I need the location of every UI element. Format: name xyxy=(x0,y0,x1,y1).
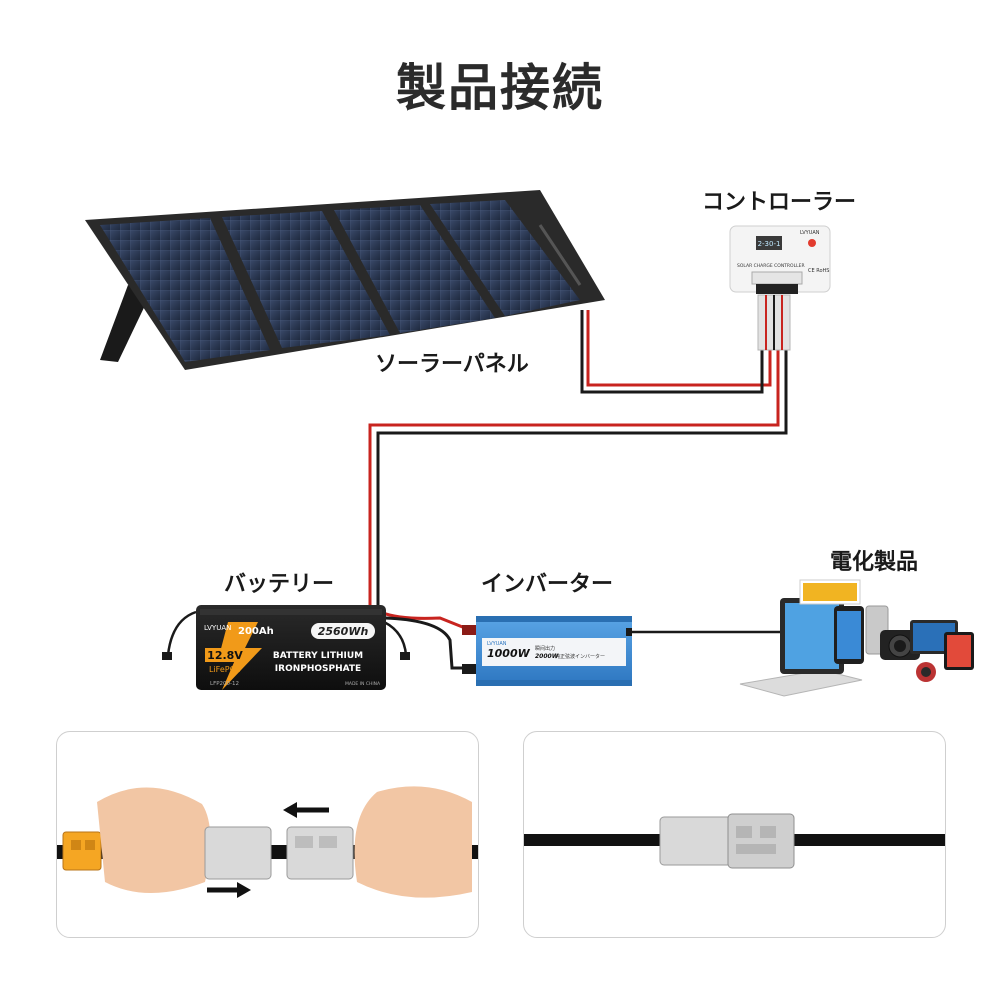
inverter-peak-label: 瞬间出力 xyxy=(535,645,555,652)
battery-type-line1: BATTERY LITHIUM xyxy=(273,651,363,661)
connector-demo-illustration xyxy=(57,786,478,898)
battery-voltage: 12.8V xyxy=(207,649,243,662)
battery-capacity: 200Ah xyxy=(238,626,274,637)
right-hand xyxy=(354,786,472,898)
controller-to-battery-wires xyxy=(368,350,788,608)
connector-demo-panel xyxy=(56,731,479,938)
controller-line: SOLAR CHARGE CONTROLLER xyxy=(737,263,805,269)
page-title: 製品接続 xyxy=(396,59,604,117)
battery-image: LVYUAN 200Ah 2560Wh 12.8V LiFePO4 BATTER… xyxy=(162,605,410,690)
inverter-brand: LVYUAN xyxy=(487,641,507,647)
controller-cert: CE RoHS xyxy=(808,268,829,274)
controller-brand: LVYUAN xyxy=(800,230,820,236)
controller-image: 2-30-1 LVYUAN SOLAR CHARGE CONTROLLER CE… xyxy=(729,225,831,351)
left-hand xyxy=(97,787,211,893)
battery-to-inverter-wires xyxy=(379,610,471,670)
plug-joined-right xyxy=(727,813,795,869)
plug-joined-left xyxy=(659,816,737,866)
battery-type-line2: IRONPHOSPHATE xyxy=(275,664,361,674)
label-controller: コントローラー xyxy=(702,190,857,215)
label-inverter: インバーター xyxy=(481,572,614,597)
connector-joined-panel xyxy=(523,731,946,938)
appliances-image xyxy=(739,579,974,697)
inverter-image: LVYUAN 1000W 瞬间出力 2000W 純正弦波インバーター xyxy=(462,616,632,686)
panel-to-controller-wires xyxy=(580,310,772,394)
inverter-peak: 2000W xyxy=(535,653,559,660)
battery-chemistry: LiFePO4 xyxy=(209,665,241,674)
battery-origin: MADE IN CHINA xyxy=(345,681,381,687)
plug-left xyxy=(204,826,272,880)
connector-joined-illustration xyxy=(524,813,945,869)
label-appliances: 電化製品 xyxy=(830,550,919,575)
battery-brand: LVYUAN xyxy=(204,624,231,632)
label-battery: バッテリー xyxy=(224,572,335,597)
connection-diagram: 2-30-1 LVYUAN SOLAR CHARGE CONTROLLER CE… xyxy=(85,190,974,697)
battery-model: LFP200-12 xyxy=(210,681,239,687)
inverter-rated: 1000W xyxy=(487,647,531,660)
inverter-name: 純正弦波インバーター xyxy=(555,653,605,660)
controller-display: 2-30-1 xyxy=(758,240,781,248)
label-solar-panel: ソーラーパネル xyxy=(375,352,529,377)
plug-right xyxy=(286,826,354,880)
battery-energy: 2560Wh xyxy=(318,625,369,638)
solar-panel-image xyxy=(85,190,605,370)
